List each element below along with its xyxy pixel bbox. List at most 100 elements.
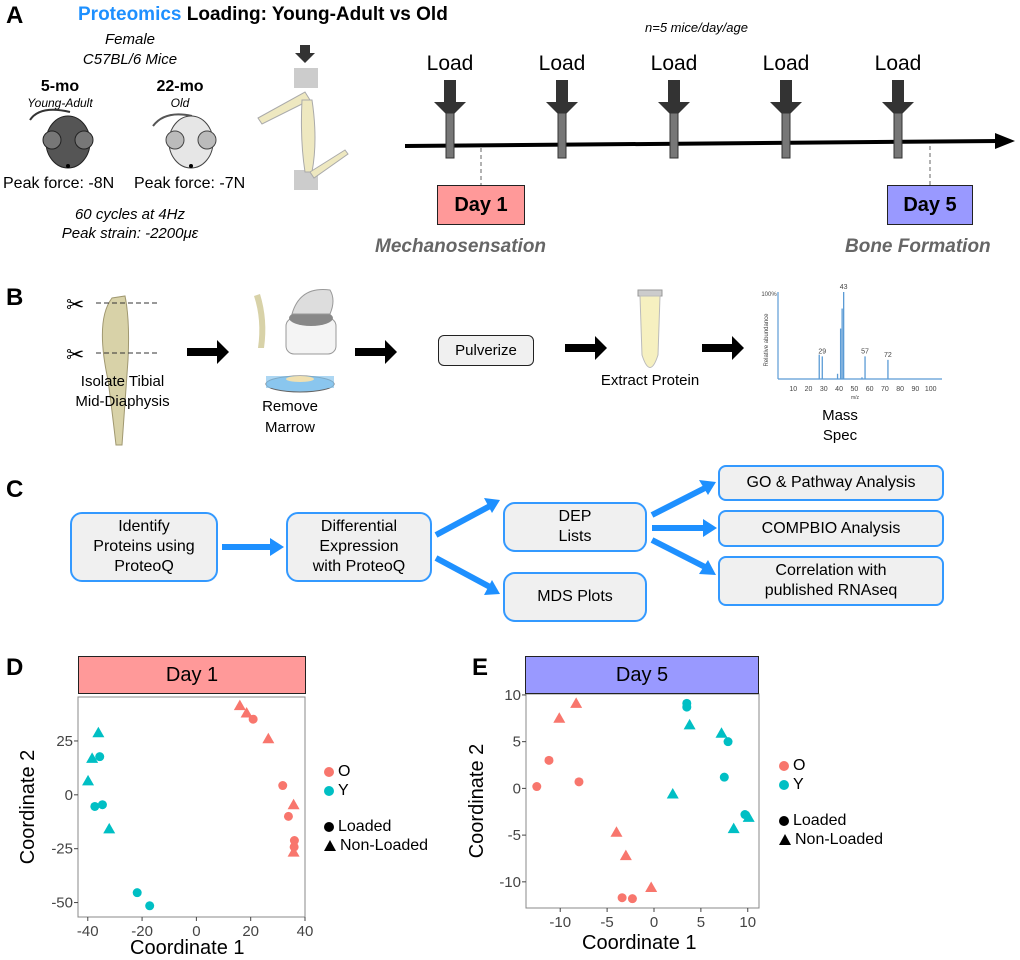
legend-o-label: O [338, 763, 351, 780]
point-nonloaded-Y [666, 787, 679, 799]
legend-nonloaded: Non-Loaded [779, 830, 883, 849]
load-label: Load [874, 52, 922, 75]
ms-tick-label: 50 [850, 386, 858, 393]
y-tick-label: 10 [504, 687, 521, 704]
point-loaded-Y [145, 901, 155, 911]
legend-loaded: Loaded [779, 811, 883, 830]
point-loaded-O [283, 811, 293, 821]
mass-spec-1: Mass [822, 407, 858, 424]
dep-1: DEP [558, 508, 592, 525]
identify-3: ProteoQ [114, 558, 174, 575]
point-loaded-O [532, 782, 542, 792]
step-remove-2: Marrow [264, 419, 315, 436]
y-tick-label: 0 [65, 787, 73, 804]
point-loaded-Y [95, 752, 105, 762]
panel-label-c: C [6, 476, 24, 503]
mice-line2: C57BL/6 Mice [82, 51, 178, 68]
mass-spec-2: Spec [822, 427, 858, 444]
ms-tick-label: 80 [896, 386, 904, 393]
x-tick-label: -20 [131, 923, 153, 940]
svg-text:✂: ✂ [66, 293, 84, 318]
point-loaded-Y [682, 702, 692, 712]
load-arrow-icon [546, 80, 578, 118]
point-nonloaded-Y [103, 822, 116, 834]
point-nonloaded-Y [683, 718, 696, 730]
d-legend: O Y Loaded Non-Loaded [324, 762, 428, 855]
ms-y-top: 100% [761, 292, 777, 298]
bone-cut-icon: ✂ ✂ [66, 293, 158, 446]
identify-2: Proteins using [93, 538, 195, 555]
point-nonloaded-Y [742, 811, 755, 822]
panel-label-e: E [472, 654, 489, 681]
panel-label-d: D [6, 654, 24, 681]
young-age: 5-mo [40, 78, 80, 95]
mice-line1: Female [104, 31, 156, 48]
mechanosensation-label: Mechanosensation [375, 236, 547, 257]
old-force: Peak force: -7N [134, 175, 246, 192]
point-nonloaded-O [262, 732, 275, 744]
point-nonloaded-Y [86, 752, 99, 763]
title-highlight: Proteomics [78, 4, 182, 25]
ms-peak-label: 43 [840, 284, 848, 291]
load-arrow-icon [770, 80, 802, 118]
n-note: n=5 mice/day/age [645, 20, 748, 35]
load-tick [893, 112, 903, 159]
diff-2: Expression [319, 538, 399, 555]
panel-label-a: A [6, 2, 24, 29]
point-nonloaded-O [287, 798, 300, 810]
point-nonloaded-Y [82, 774, 95, 786]
y-swatch [779, 779, 789, 790]
point-nonloaded-Y [727, 822, 740, 834]
legend-y: Y [779, 775, 883, 794]
old-mouse-icon [152, 113, 217, 169]
load-label: Load [762, 52, 810, 75]
circle-swatch [324, 821, 334, 832]
y-tick-label: -10 [499, 874, 521, 891]
x-tick-label: 10 [739, 914, 756, 931]
plot-area [77, 696, 306, 918]
diff-3: with ProteoQ [312, 558, 406, 575]
young-group: Young-Adult [27, 96, 93, 110]
point-loaded-Y [132, 888, 142, 898]
point-loaded-O [574, 777, 584, 787]
ms-tick-label: 70 [881, 386, 889, 393]
load-label: Load [650, 52, 698, 75]
ms-peak-label: 29 [818, 348, 826, 355]
point-nonloaded-O [233, 699, 246, 711]
corr-2: published RNAseq [764, 582, 898, 599]
o-swatch [324, 766, 334, 777]
ms-y-label: Relative abundance [764, 313, 770, 367]
point-nonloaded-O [619, 849, 632, 861]
y-tick-label: -50 [51, 895, 73, 912]
x-tick-label: -5 [600, 914, 613, 931]
x-tick-label: 20 [242, 923, 259, 940]
point-nonloaded-Y [92, 726, 105, 738]
point-loaded-O [248, 714, 258, 724]
legend-o: O [779, 756, 883, 775]
point-nonloaded-O [645, 881, 658, 892]
y-tick-label: 0 [513, 780, 521, 797]
day5-strip: Day 5 [525, 656, 759, 694]
ms-peak-label: 57 [861, 348, 869, 355]
point-loaded-O [278, 781, 288, 791]
diff-1: Differential [320, 518, 398, 535]
point-nonloaded-O [287, 846, 300, 857]
point-nonloaded-O [570, 697, 583, 708]
title-rest: Loading: Young-Adult vs Old [181, 4, 448, 25]
load-arrow-icon [658, 80, 690, 118]
load-tick [557, 112, 567, 159]
bone-formation-label: Bone Formation [845, 236, 991, 257]
y-tick-label: -5 [508, 827, 521, 844]
tibia-loading-icon [257, 45, 349, 190]
legend-nonloaded-label: Non-Loaded [795, 831, 884, 848]
old-age: 22-mo [156, 78, 204, 95]
centrifuge-icon [254, 289, 337, 393]
legend-loaded: Loaded [324, 817, 428, 836]
